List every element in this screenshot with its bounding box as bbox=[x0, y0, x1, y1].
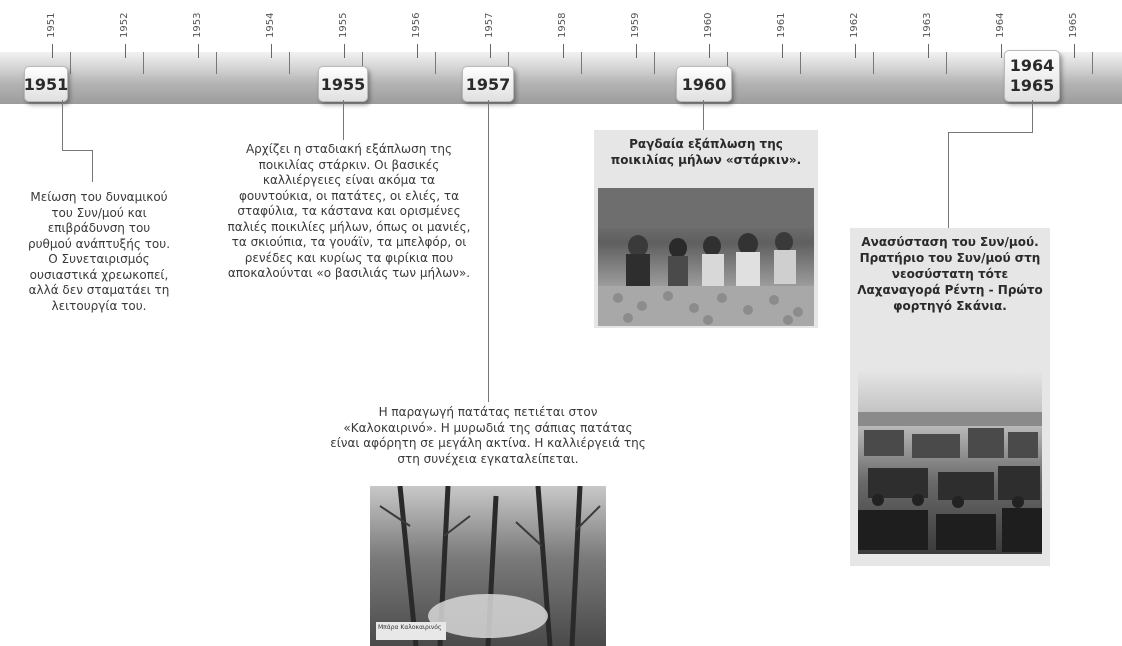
year-tick-1951 bbox=[52, 44, 53, 58]
connector-1964-vertical bbox=[1032, 100, 1033, 132]
year-tick-1959 bbox=[636, 44, 637, 58]
bar-tick-1952 bbox=[143, 52, 144, 74]
year-label-1961: 1961 bbox=[776, 12, 787, 38]
marker-1955-label: 1955 bbox=[320, 74, 366, 94]
apple-harvest-photo-illustration bbox=[598, 188, 814, 326]
year-tick-1962 bbox=[855, 44, 856, 58]
event-1960-card: Ραγδαία εξάπλωση της ποικιλίας μήλων «στ… bbox=[594, 130, 818, 328]
marker-1964-1965[interactable]: 1964 1965 bbox=[1004, 50, 1060, 102]
connector-1951-drop bbox=[92, 150, 93, 182]
year-label-1963: 1963 bbox=[922, 12, 933, 38]
marker-1957[interactable]: 1957 bbox=[462, 66, 514, 102]
year-label-1954: 1954 bbox=[265, 12, 276, 38]
year-tick-1956 bbox=[417, 44, 418, 58]
year-tick-1953 bbox=[198, 44, 199, 58]
bar-tick-1963 bbox=[946, 52, 947, 74]
event-1964-text: Ανασύσταση του Συν/μού. Πρατήριο του Συν… bbox=[857, 235, 1043, 313]
connector-1960 bbox=[703, 100, 704, 130]
bar-tick-1965 bbox=[1092, 52, 1093, 74]
year-tick-1954 bbox=[271, 44, 272, 58]
marker-1964-label: 1964 bbox=[1009, 56, 1055, 75]
bar-tick-1958 bbox=[581, 52, 582, 74]
year-label-1958: 1958 bbox=[557, 12, 568, 38]
bar-tick-1954 bbox=[289, 52, 290, 74]
market-trucks-photo-illustration bbox=[858, 412, 1042, 552]
bar-tick-1957 bbox=[508, 52, 509, 74]
bar-tick-1959 bbox=[654, 52, 655, 74]
bar-tick-1956 bbox=[435, 52, 436, 74]
bar-tick-1961 bbox=[800, 52, 801, 74]
year-tick-1961 bbox=[782, 44, 783, 58]
year-tick-1955 bbox=[344, 44, 345, 58]
year-tick-1963 bbox=[928, 44, 929, 58]
year-tick-1958 bbox=[563, 44, 564, 58]
year-tick-1960 bbox=[709, 44, 710, 58]
marker-1957-label: 1957 bbox=[465, 74, 511, 94]
timeline-bar bbox=[0, 52, 1122, 104]
year-tick-1965 bbox=[1074, 44, 1075, 58]
year-label-1952: 1952 bbox=[119, 12, 130, 38]
year-tick-1952 bbox=[125, 44, 126, 58]
connector-1957 bbox=[488, 100, 489, 402]
marker-1965-label: 1965 bbox=[1009, 76, 1055, 95]
bar-tick-1953 bbox=[216, 52, 217, 74]
year-label-1956: 1956 bbox=[411, 12, 422, 38]
marker-1951[interactable]: 1951 bbox=[24, 66, 68, 102]
year-label-1965: 1965 bbox=[1068, 12, 1079, 38]
marker-1951-label: 1951 bbox=[23, 74, 69, 94]
year-label-1955: 1955 bbox=[338, 12, 349, 38]
event-1955-text: Αρχίζει η σταδιακή εξάπλωση της ποικιλία… bbox=[227, 142, 471, 280]
event-1957-text: Η παραγωγή πατάτας πετιέται στον «Καλοκα… bbox=[330, 405, 646, 466]
market-trucks-photo bbox=[858, 372, 1042, 554]
marker-1955[interactable]: 1955 bbox=[318, 66, 368, 102]
connector-1951-vertical bbox=[62, 100, 63, 150]
bar-tick-1962 bbox=[873, 52, 874, 74]
bar-tick-1951 bbox=[70, 52, 71, 74]
event-1960-text: Ραγδαία εξάπλωση της ποικιλίας μήλων «στ… bbox=[610, 137, 802, 167]
event-1951-text: Μείωση του δυναμικού του Συν/μού και επι… bbox=[27, 190, 171, 313]
year-label-1960: 1960 bbox=[703, 12, 714, 38]
connector-1964-horizontal bbox=[948, 132, 1033, 133]
year-tick-1964 bbox=[1001, 44, 1002, 58]
bar-tick-1960 bbox=[727, 52, 728, 74]
apple-harvest-photo bbox=[598, 188, 814, 326]
marker-1960[interactable]: 1960 bbox=[676, 66, 732, 102]
year-label-1962: 1962 bbox=[849, 12, 860, 38]
year-label-1951: 1951 bbox=[46, 12, 57, 38]
event-1964-card: Ανασύσταση του Συν/μού. Πρατήριο του Συν… bbox=[850, 228, 1050, 566]
bar-tick-1955 bbox=[362, 52, 363, 74]
year-label-1959: 1959 bbox=[630, 12, 641, 38]
connector-1964-drop bbox=[948, 132, 949, 228]
potato-photo-caption: Μπάρα Καλοκαιρινός bbox=[378, 624, 442, 631]
year-label-1964: 1964 bbox=[995, 12, 1006, 38]
potato-field-photo-illustration bbox=[376, 486, 601, 646]
year-label-1957: 1957 bbox=[484, 12, 495, 38]
potato-field-photo: Μπάρα Καλοκαιρινός bbox=[370, 486, 606, 646]
marker-1960-label: 1960 bbox=[681, 74, 727, 94]
year-tick-1957 bbox=[490, 44, 491, 58]
year-label-1953: 1953 bbox=[192, 12, 203, 38]
connector-1955 bbox=[343, 100, 344, 140]
connector-1951-horizontal bbox=[62, 150, 92, 151]
